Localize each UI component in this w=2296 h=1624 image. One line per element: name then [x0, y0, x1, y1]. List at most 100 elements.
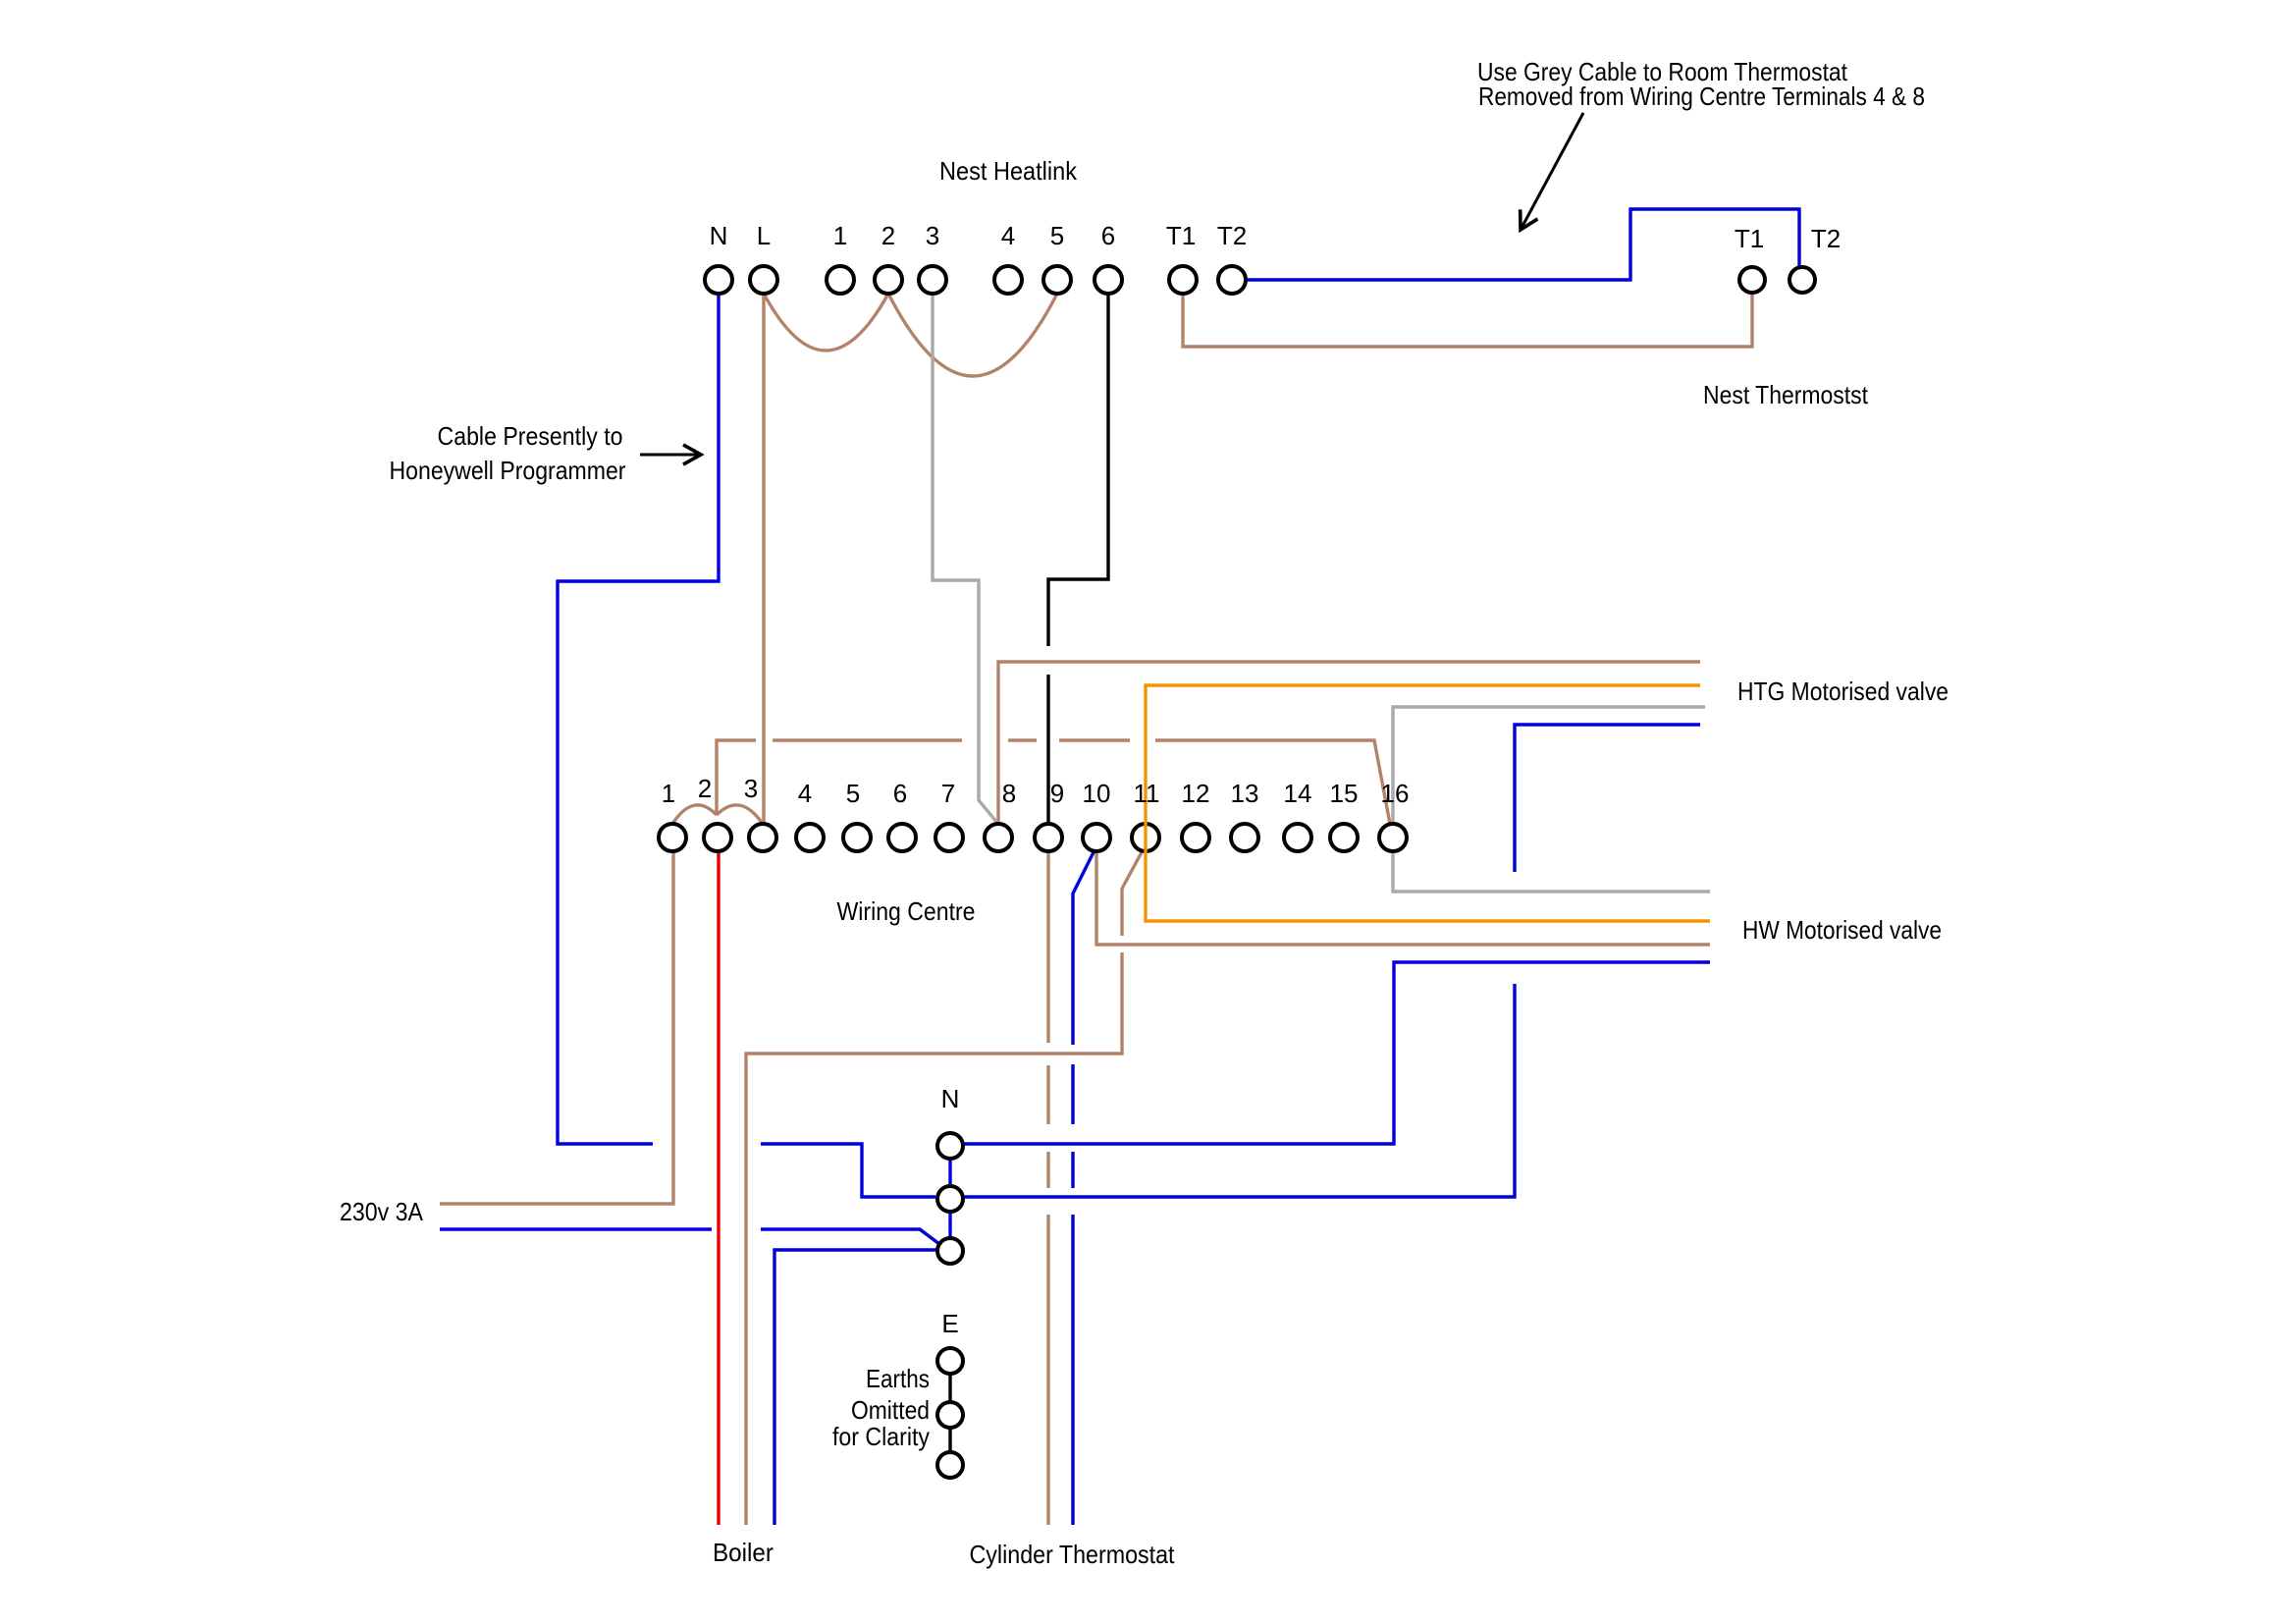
wire-neutral-block-to-hw-valve-blue — [964, 960, 1710, 1146]
earths-note-line2: Omitted — [851, 1395, 930, 1425]
wc-terminal-16 — [1377, 822, 1409, 853]
wc-terminal-3 — [747, 822, 778, 853]
wc-terminal-14 — [1282, 822, 1313, 853]
grey-cable-note-line1: Use Grey Cable to Room Thermostat — [1477, 57, 1848, 86]
wc-terminal-6 — [886, 822, 918, 853]
wc-terminal-2 — [702, 822, 733, 853]
heatlink-terminal-L — [748, 264, 779, 296]
neutral-block-terminal-1 — [935, 1131, 965, 1161]
thermostat-title: Nest Thermostst — [1703, 380, 1869, 409]
boiler-label: Boiler — [713, 1538, 774, 1567]
wc-label-5: 5 — [846, 779, 860, 808]
heatlink-terminal-T2 — [1216, 264, 1248, 296]
wc-terminal-4 — [794, 822, 826, 853]
wc-terminal-10 — [1081, 822, 1112, 853]
supply-label: 230v 3A — [340, 1197, 424, 1226]
wire-heatlink-t2-to-thermostat-t2 — [1246, 207, 1801, 282]
htg-valve-label: HTG Motorised valve — [1737, 677, 1949, 706]
wc-link-1-2 — [670, 803, 719, 825]
heatlink-terminal-T1 — [1167, 264, 1199, 296]
heatlink-label-T1: T1 — [1166, 221, 1196, 250]
heatlink-label-4: 4 — [1001, 221, 1015, 250]
neutral-block-label: N — [941, 1084, 960, 1113]
wire-wc1-to-supply-live — [440, 851, 675, 1206]
heatlink-terminal-5 — [1041, 264, 1073, 296]
heatlink-terminal-3 — [917, 264, 948, 296]
wire-heatlink-3-to-wc8 — [931, 294, 999, 825]
wire-htg-to-hw-valve-orange-via-wc11 — [1144, 683, 1710, 923]
heatlink-label-2: 2 — [881, 221, 895, 250]
heatlink-label-T2: T2 — [1217, 221, 1247, 250]
earth-block-terminal-3 — [935, 1450, 965, 1480]
wc-label-1: 1 — [662, 779, 675, 808]
heatlink-label-N: N — [710, 221, 728, 250]
wire-valve-grey-loop-through-wc16 — [1391, 705, 1710, 893]
heatlink-terminal-6 — [1093, 264, 1124, 296]
heatlink-label-3: 3 — [926, 221, 939, 250]
heatlink-terminal-2 — [873, 264, 904, 296]
earth-block-terminal-2 — [935, 1400, 965, 1430]
honeywell-note-line2: Honeywell Programmer — [390, 456, 626, 485]
wc-link-2-3 — [715, 803, 765, 825]
wc-terminal-9 — [1033, 822, 1064, 853]
wiring-centre-title: Wiring Centre — [837, 896, 976, 926]
wc-label-10: 10 — [1083, 779, 1111, 808]
wc-terminal-15 — [1328, 822, 1360, 853]
terminal-circles — [657, 264, 1817, 1480]
wires — [440, 207, 1801, 1525]
neutral-block-terminal-3 — [935, 1236, 965, 1266]
wc-terminal-8 — [983, 822, 1014, 853]
heatlink-terminal-4 — [992, 264, 1024, 296]
hw-valve-label: HW Motorised valve — [1742, 915, 1942, 945]
heatlink-link-2-5 — [886, 293, 1059, 378]
wc-label-15: 15 — [1330, 779, 1359, 808]
wire-supply-neutral — [440, 1227, 941, 1246]
heatlink-terminal-N — [703, 264, 734, 296]
heatlink-label-L: L — [757, 221, 771, 250]
heatlink-label-5: 5 — [1050, 221, 1064, 250]
wc-terminal-13 — [1229, 822, 1260, 853]
grey-cable-note-line2: Removed from Wiring Centre Terminals 4 &… — [1478, 81, 1925, 111]
wc-label-2: 2 — [698, 774, 712, 803]
wc-label-4: 4 — [798, 779, 812, 808]
wire-wc10-to-cylinder-thermostat — [1071, 849, 1096, 1525]
neutral-block-terminal-2 — [935, 1184, 965, 1214]
heatlink-label-1: 1 — [833, 221, 847, 250]
wc-label-13: 13 — [1231, 779, 1259, 808]
earth-block-label: E — [941, 1309, 958, 1338]
wc-label-9: 9 — [1050, 779, 1064, 808]
wc-terminal-5 — [841, 822, 873, 853]
wc-label-8: 8 — [1002, 779, 1016, 808]
heatlink-label-6: 6 — [1101, 221, 1115, 250]
heatlink-title: Nest Heatlink — [939, 156, 1078, 186]
wire-neutral-block-to-htg-valve-blue — [964, 723, 1700, 1199]
wc-label-3: 3 — [744, 774, 758, 803]
grey-cable-note-arrow — [1521, 112, 1585, 230]
wire-heatlink-6-to-wc9 — [1046, 294, 1110, 824]
wc-label-6: 6 — [893, 779, 907, 808]
wc-terminal-7 — [934, 822, 965, 853]
wc-label-14: 14 — [1284, 779, 1312, 808]
wire-wc11-to-boiler — [744, 851, 1144, 1525]
heatlink-terminal-1 — [825, 264, 856, 296]
wire-wc2-link-to-wc16 — [715, 738, 1392, 825]
labels: Nest Heatlink N L 1 2 3 4 5 6 T1 T2 T1 T… — [340, 57, 1949, 1569]
wc-terminal-1 — [657, 822, 688, 853]
thermostat-terminal-T1 — [1737, 265, 1767, 295]
earth-block-terminal-1 — [935, 1346, 965, 1376]
earths-note-line1: Earths — [866, 1364, 930, 1393]
annotation-arrows — [640, 112, 1585, 455]
wire-heatlink-n-to-neutral-block — [556, 294, 935, 1199]
thermostat-label-T2: T2 — [1811, 224, 1841, 253]
wc-label-7: 7 — [941, 779, 955, 808]
wire-neutral-block-to-boiler — [773, 1248, 938, 1525]
wc-terminal-12 — [1180, 822, 1211, 853]
thermostat-terminal-T2 — [1788, 265, 1817, 295]
wc-label-16: 16 — [1381, 779, 1410, 808]
wc-label-12: 12 — [1182, 779, 1210, 808]
wc-label-11: 11 — [1134, 779, 1160, 808]
wire-wc10-to-hw-valve-brown — [1095, 851, 1710, 947]
honeywell-note-line1: Cable Presently to — [438, 421, 623, 451]
